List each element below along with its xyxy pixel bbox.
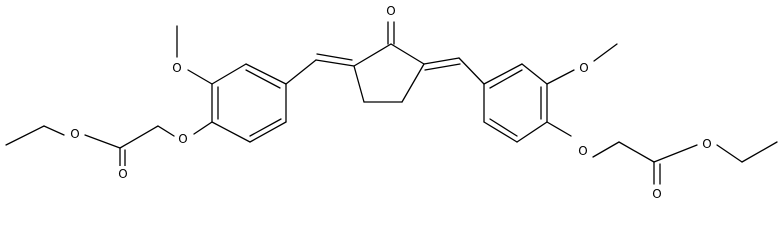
bond xyxy=(716,144,743,163)
oxygen-atom-label: O xyxy=(579,61,588,75)
bond xyxy=(5,125,45,146)
bond xyxy=(211,63,247,85)
bond xyxy=(458,57,485,85)
oxygen-atom: O xyxy=(650,186,664,202)
bond xyxy=(245,63,287,85)
chemical-structure-drawing: O O O O O O O O xyxy=(5,3,778,202)
bond xyxy=(84,134,121,149)
oxygen-atom: O xyxy=(576,143,590,159)
oxygen-atom: O xyxy=(170,60,184,76)
bond xyxy=(249,121,287,143)
oxygen-atom-label: O xyxy=(70,127,79,141)
oxygen-atom-label: O xyxy=(702,137,711,151)
oxygen-atom-label: O xyxy=(118,167,127,181)
bond xyxy=(211,121,251,143)
bond xyxy=(618,141,655,163)
atom-labels: O O O O O O O O xyxy=(68,3,714,202)
oxygen-atom-label: O xyxy=(172,61,181,75)
bond xyxy=(653,144,698,163)
bond xyxy=(316,53,353,61)
bond xyxy=(592,141,620,158)
oxygen-atom: O xyxy=(176,131,190,147)
oxygen-atom: O xyxy=(68,126,82,142)
bond xyxy=(483,63,523,85)
bond xyxy=(593,43,618,62)
bond xyxy=(157,125,175,137)
oxygen-atom-label: O xyxy=(578,144,587,158)
bond xyxy=(353,43,392,67)
bond xyxy=(741,141,778,163)
oxygen-atom-label: O xyxy=(178,132,187,146)
bond xyxy=(423,57,460,65)
bond xyxy=(193,121,213,135)
bond xyxy=(401,63,425,103)
bond xyxy=(315,59,355,67)
bond xyxy=(546,69,575,85)
bond xyxy=(43,125,65,136)
bond xyxy=(516,121,548,143)
bond-lines xyxy=(5,21,778,185)
bond xyxy=(546,121,572,137)
bond xyxy=(187,69,213,85)
oxygen-atom-label: O xyxy=(386,4,395,18)
bond xyxy=(119,125,159,149)
oxygen-atom: O xyxy=(384,3,398,19)
bond xyxy=(353,65,365,103)
bond xyxy=(483,121,518,143)
bond xyxy=(245,69,281,89)
oxygen-atom: O xyxy=(116,166,130,182)
bond xyxy=(489,69,523,89)
bond xyxy=(521,63,548,85)
oxygen-atom-label: O xyxy=(652,187,661,201)
bond xyxy=(249,118,282,137)
bond xyxy=(390,43,425,65)
bond xyxy=(285,59,317,85)
bond xyxy=(424,63,461,71)
bond xyxy=(489,118,518,137)
oxygen-atom: O xyxy=(577,60,591,76)
oxygen-atom: O xyxy=(700,136,714,152)
